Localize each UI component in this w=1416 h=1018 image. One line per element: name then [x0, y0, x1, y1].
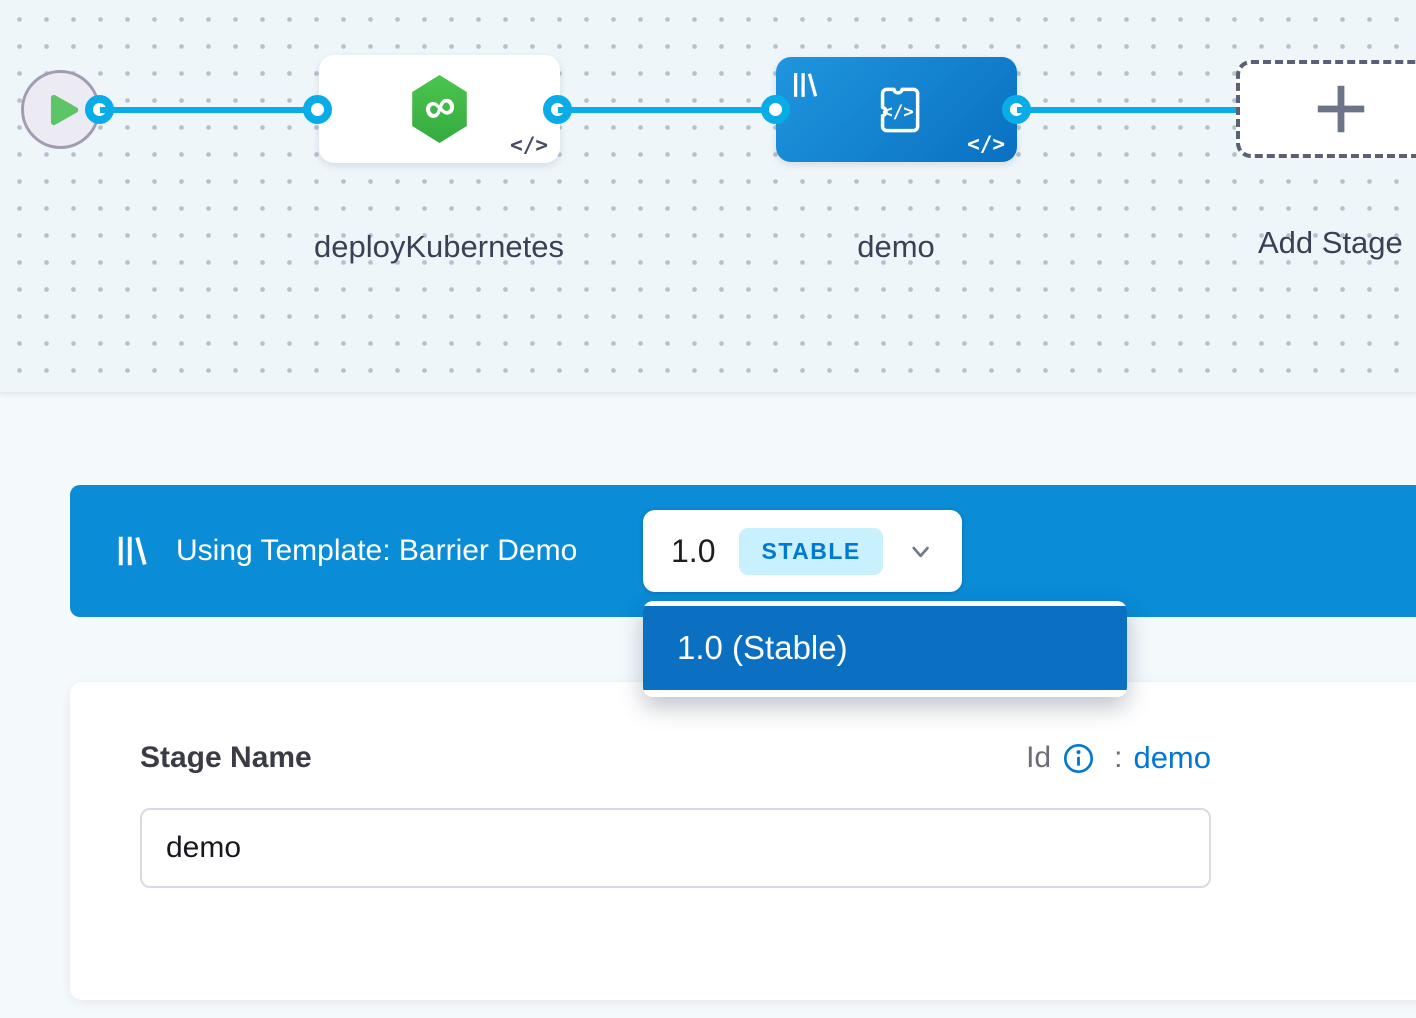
stage-node-demo[interactable]: </> </>	[776, 57, 1017, 162]
version-menu-item[interactable]: 1.0 (Stable)	[643, 606, 1127, 690]
stage-label: demo	[857, 229, 935, 264]
connector-port[interactable]	[761, 95, 790, 124]
connector-line	[1017, 107, 1237, 113]
stage-label: Add Stage	[1258, 225, 1403, 260]
connector-line	[558, 107, 776, 113]
info-icon[interactable]	[1062, 742, 1095, 775]
version-number: 1.0	[671, 532, 716, 569]
custom-stage-icon: </>	[880, 87, 919, 132]
stage-name-label: Stage Name	[140, 741, 312, 774]
code-icon: </>	[510, 133, 548, 157]
plus-icon	[1317, 85, 1365, 133]
pipeline-canvas[interactable]: ∞ </> </> </> deployKubernetes demo Add …	[0, 0, 1416, 393]
infinity-glyph: ∞	[418, 78, 461, 135]
stage-node-deploykubernetes[interactable]: ∞ </>	[319, 55, 560, 163]
code-icon: </>	[967, 132, 1005, 156]
stage-name-row: Stage Name Id : demo	[140, 740, 1211, 776]
add-stage-button[interactable]	[1236, 60, 1416, 158]
svg-text:</>: </>	[882, 102, 914, 122]
template-library-icon	[794, 73, 818, 97]
stage-id-group: Id : demo	[1026, 740, 1211, 776]
stage-name-input[interactable]	[140, 808, 1211, 888]
cd-hexagon-icon: ∞	[412, 75, 467, 143]
connector-port[interactable]	[303, 95, 332, 124]
id-label: Id	[1026, 741, 1052, 774]
stage-label: deployKubernetes	[314, 229, 564, 264]
stable-badge: STABLE	[739, 527, 883, 575]
template-banner-label: Using Template: Barrier Demo	[176, 534, 578, 567]
stage-overview-card: Stage Name Id : demo	[70, 682, 1416, 1000]
connector-line	[100, 107, 318, 113]
template-version-selector[interactable]: 1.0 STABLE	[643, 510, 962, 592]
chevron-down-icon	[912, 546, 929, 558]
stage-id-value[interactable]: demo	[1133, 740, 1211, 775]
template-library-icon	[118, 536, 147, 566]
play-icon	[50, 94, 78, 125]
version-dropdown-menu: 1.0 (Stable)	[643, 601, 1127, 697]
id-separator: :	[1114, 741, 1123, 774]
